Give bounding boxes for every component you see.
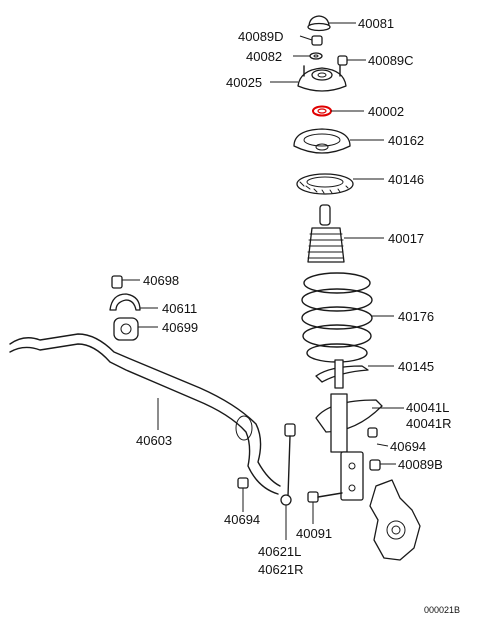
part-40621-stabilizer-link (280, 423, 296, 540)
label-40081: 40081 (358, 16, 394, 31)
part-40081-dust-cap (307, 15, 356, 32)
part-40025-strut-mount (270, 65, 347, 92)
part-40145-lower-spring-pad (315, 365, 394, 383)
label-40089D: 40089D (238, 29, 284, 44)
label-40694-left: 40694 (224, 512, 260, 527)
part-40603-stabilizer-bar (9, 333, 281, 495)
label-40176: 40176 (398, 309, 434, 324)
part-40162-upper-spring-seat (293, 128, 384, 154)
label-40002: 40002 (368, 104, 404, 119)
label-40621R: 40621R (258, 562, 304, 577)
label-40089B: 40089B (398, 457, 443, 472)
part-40698-bolt (111, 275, 140, 289)
label-40025: 40025 (226, 75, 262, 90)
part-40089D-nut (299, 35, 323, 46)
part-40694-bolt-right (367, 427, 389, 447)
label-40162: 40162 (388, 133, 424, 148)
label-40041R: 40041R (406, 416, 452, 431)
label-40017: 40017 (388, 231, 424, 246)
part-40002-bearing-washer (312, 105, 364, 117)
part-40699-bushing (113, 317, 158, 341)
label-40089C: 40089C (368, 53, 414, 68)
part-40041-strut-assembly (315, 359, 404, 501)
label-40694-right: 40694 (390, 439, 426, 454)
label-40621L: 40621L (258, 544, 301, 559)
part-40091-bolt (307, 491, 343, 524)
part-40017-bump-stop-boot (307, 204, 384, 263)
diagram-code: 000021B (424, 605, 460, 615)
label-40698: 40698 (143, 273, 179, 288)
part-40089C-nut (337, 55, 366, 66)
part-40694-bolt-left (237, 477, 249, 512)
part-knuckle (369, 479, 421, 561)
label-40145: 40145 (398, 359, 434, 374)
part-40146-spring-pad (296, 173, 384, 195)
label-40091: 40091 (296, 526, 332, 541)
part-40082-washer (293, 52, 323, 60)
part-40089B-nut (369, 459, 396, 471)
label-40699: 40699 (162, 320, 198, 335)
label-40082: 40082 (246, 49, 282, 64)
part-40611-bracket (109, 293, 158, 311)
part-40176-coil-spring (301, 272, 394, 363)
label-40611: 40611 (162, 301, 197, 316)
label-40146: 40146 (388, 172, 424, 187)
label-40603: 40603 (136, 433, 172, 448)
label-40041L: 40041L (406, 400, 449, 415)
